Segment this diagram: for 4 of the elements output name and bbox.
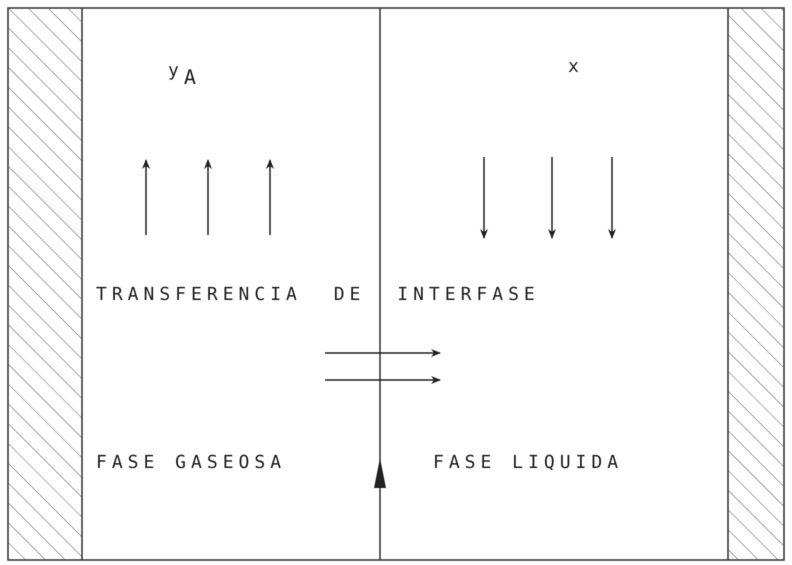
variable-label: x xyxy=(568,56,584,78)
interface-label: TRANSFERENCIA DE INTERFASE xyxy=(96,284,540,306)
phase-label: FASE LIQUIDA xyxy=(433,452,624,474)
phase-label: FASE GASEOSA xyxy=(96,452,286,474)
